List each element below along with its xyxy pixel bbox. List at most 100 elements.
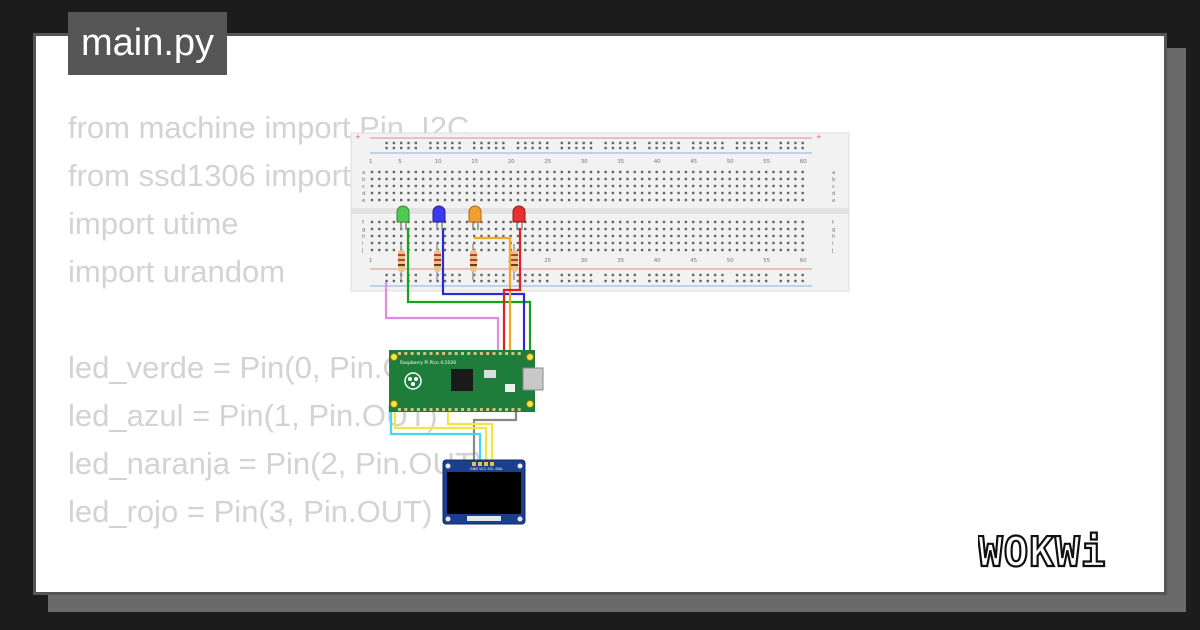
breadboard-hole	[392, 170, 396, 174]
breadboard-hole	[502, 279, 505, 283]
breadboard-hole	[400, 184, 403, 188]
breadboard-hole	[531, 184, 534, 188]
breadboard-hole	[502, 177, 505, 181]
breadboard-hole	[786, 170, 790, 174]
pico-pin	[461, 352, 464, 355]
breadboard-hole	[794, 273, 797, 277]
breadboard-hole	[604, 273, 607, 277]
breadboard-hole	[487, 273, 490, 277]
breadboard-hole	[582, 234, 585, 238]
breadboard-hole	[516, 170, 520, 174]
column-number: 20	[508, 159, 515, 165]
breadboard-hole	[633, 177, 636, 181]
breadboard-hole	[553, 241, 556, 245]
breadboard-hole	[589, 146, 593, 150]
breadboard-hole	[480, 241, 483, 245]
breadboard-hole	[750, 170, 753, 174]
breadboard-hole	[407, 198, 410, 202]
breadboard-hole	[619, 177, 622, 181]
wire-pink	[384, 282, 500, 358]
breadboard-hole	[670, 279, 673, 283]
breadboard-hole	[626, 227, 629, 231]
breadboard-hole	[604, 184, 607, 188]
breadboard-hole	[779, 170, 782, 174]
breadboard-hole	[743, 170, 746, 174]
breadboard-hole	[670, 234, 673, 238]
breadboard-hole	[662, 170, 666, 174]
led-orange	[468, 205, 482, 230]
breadboard-hole	[611, 241, 615, 245]
breadboard-hole	[560, 234, 563, 238]
breadboard-hole	[743, 273, 746, 277]
breadboard-hole	[786, 273, 790, 277]
breadboard-hole	[487, 191, 490, 195]
breadboard-hole	[502, 220, 505, 224]
breadboard-hole	[414, 184, 417, 188]
breadboard-hole	[524, 227, 527, 231]
breadboard-hole	[757, 227, 761, 231]
breadboard-hole	[516, 177, 520, 181]
breadboard-hole	[385, 273, 388, 277]
breadboard-hole	[677, 146, 680, 150]
breadboard-hole	[604, 177, 607, 181]
breadboard-hole	[735, 198, 739, 202]
breadboard-hole	[480, 146, 483, 150]
breadboard-hole	[597, 220, 600, 224]
breadboard-hole	[801, 141, 804, 145]
breadboard-hole	[597, 248, 600, 252]
breadboard-hole	[538, 273, 542, 277]
breadboard-hole	[750, 177, 753, 181]
breadboard-hole	[575, 198, 578, 202]
breadboard-hole	[611, 146, 615, 150]
breadboard-hole	[772, 170, 775, 174]
breadboard-hole	[516, 191, 520, 195]
breadboard-hole	[801, 191, 804, 195]
breadboard-hole	[670, 170, 673, 174]
breadboard-hole	[794, 220, 797, 224]
breadboard-hole	[765, 198, 768, 202]
breadboard-hole	[451, 141, 454, 145]
breadboard-hole	[801, 198, 804, 202]
breadboard-hole	[502, 184, 505, 188]
pico-pin	[429, 408, 433, 411]
breadboard-hole	[575, 170, 578, 174]
pico-pin	[423, 352, 427, 355]
breadboard-hole	[414, 191, 417, 195]
breadboard-hole	[743, 234, 746, 238]
column-number: 30	[581, 258, 588, 264]
breadboard-hole	[626, 241, 629, 245]
breadboard-hole	[421, 248, 425, 252]
led-blue	[432, 205, 446, 230]
breadboard-hole	[786, 191, 790, 195]
breadboard-hole	[458, 227, 461, 231]
breadboard-hole	[494, 170, 498, 174]
breadboard-hole	[560, 170, 563, 174]
breadboard-hole	[414, 220, 417, 224]
pico-pin	[479, 352, 483, 355]
pico-pin	[448, 408, 452, 411]
breadboard-hole	[706, 273, 709, 277]
breadboard-hole	[546, 198, 549, 202]
breadboard-hole	[378, 234, 381, 238]
plus-marker: +	[816, 133, 822, 141]
breadboard-hole	[699, 220, 702, 224]
breadboard-hole	[370, 227, 374, 231]
breadboard-hole	[385, 198, 388, 202]
breadboard-hole	[414, 141, 417, 145]
breadboard-hole	[633, 241, 636, 245]
breadboard-hole	[531, 273, 534, 277]
breadboard-hole	[633, 198, 636, 202]
column-number: 50	[727, 258, 734, 264]
usb-connector	[522, 367, 544, 391]
breadboard-hole	[772, 227, 775, 231]
breadboard-hole	[706, 191, 709, 195]
breadboard-hole	[392, 273, 396, 277]
breadboard-hole	[560, 279, 563, 283]
breadboard-hole	[553, 184, 556, 188]
breadboard-hole	[626, 234, 629, 238]
breadboard-hole	[567, 234, 571, 238]
breadboard-hole	[480, 273, 483, 277]
breadboard-hole	[728, 227, 731, 231]
breadboard-hole	[538, 141, 542, 145]
breadboard-hole	[765, 227, 768, 231]
